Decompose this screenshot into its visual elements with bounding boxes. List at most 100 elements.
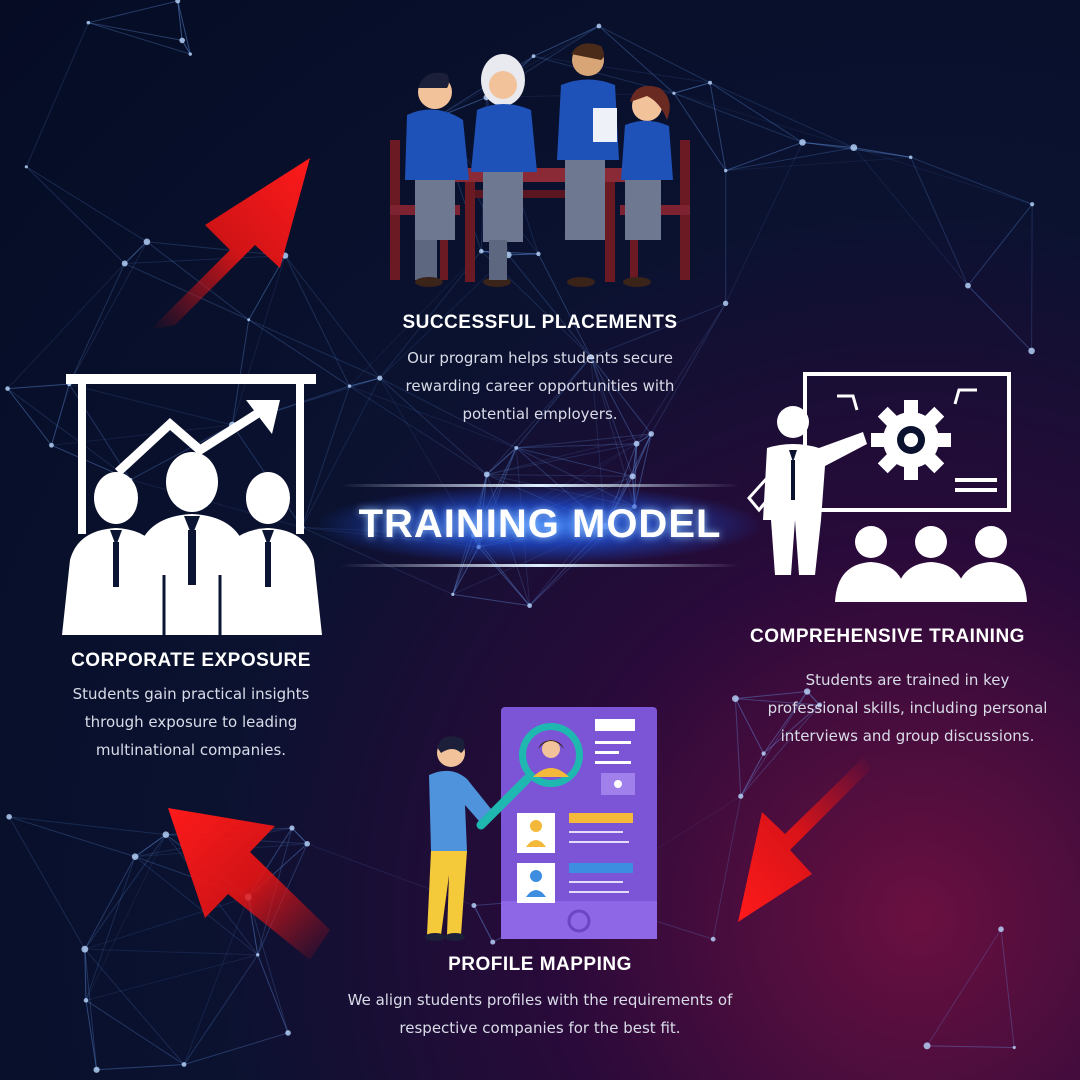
network-line: [146, 241, 250, 321]
network-node: [175, 0, 181, 4]
network-line: [84, 949, 98, 1070]
network-line: [515, 356, 592, 449]
network-line: [134, 856, 259, 956]
network-line: [68, 241, 148, 385]
network-node: [451, 592, 455, 596]
network-line: [632, 433, 652, 477]
title-line-bottom: [340, 564, 740, 567]
title-line-top: [340, 484, 740, 487]
network-line: [967, 285, 1032, 352]
network-line: [734, 698, 765, 754]
placements-line-2: rewarding career opportunities with: [405, 377, 675, 395]
network-line: [709, 82, 855, 149]
network-line: [124, 255, 286, 264]
network-line: [84, 949, 87, 1001]
network-line: [301, 377, 381, 528]
title-glow: [320, 486, 760, 564]
network-line: [130, 424, 233, 481]
network-line: [349, 385, 488, 475]
network-line: [301, 385, 351, 528]
network-line: [124, 241, 148, 264]
network-node: [514, 445, 519, 450]
network-line: [177, 0, 191, 55]
trainer-presentation-icon: [747, 372, 1027, 602]
network-line: [8, 816, 86, 950]
network-node: [81, 945, 89, 953]
network-line: [1031, 204, 1033, 351]
network-line: [26, 166, 126, 264]
network-line: [673, 92, 727, 171]
network-node: [289, 825, 295, 831]
network-line: [177, 0, 183, 41]
network-node: [799, 139, 806, 146]
network-line: [7, 263, 126, 389]
network-line: [9, 816, 166, 836]
network-line: [590, 302, 726, 358]
arrow-to-profile: [738, 756, 870, 922]
network-node: [5, 386, 10, 391]
network-node: [588, 354, 594, 360]
network-node: [908, 155, 913, 160]
network-node: [121, 260, 128, 267]
network-node: [803, 688, 811, 695]
network-line: [248, 319, 350, 387]
network-line: [486, 447, 517, 475]
network-line: [84, 948, 258, 956]
network-line: [349, 377, 380, 387]
network-line: [590, 356, 635, 507]
network-line: [507, 254, 592, 358]
network-line: [725, 156, 911, 172]
network-line: [284, 255, 350, 387]
network-node: [162, 831, 170, 838]
network-line: [50, 383, 70, 446]
network-node: [724, 168, 728, 173]
business-growth-icon: [62, 374, 322, 635]
network-line: [673, 92, 803, 143]
network-line: [88, 22, 183, 41]
network-node: [247, 318, 251, 322]
network-line: [486, 443, 637, 475]
training-heading: COMPREHENSIVE TRAINING: [750, 626, 1025, 647]
network-line: [763, 691, 808, 754]
placements-line-3: potential employers.: [462, 405, 618, 423]
profile-search-illustration: [425, 707, 657, 941]
network-node: [6, 813, 12, 820]
network-line: [533, 55, 711, 84]
network-node: [710, 936, 716, 942]
network-line: [802, 141, 854, 149]
network-node: [708, 80, 713, 85]
network-node: [24, 165, 28, 169]
network-line: [84, 896, 249, 950]
students-meeting-illustration: [390, 43, 690, 287]
network-line: [590, 356, 652, 435]
arrow-to-corporate: [168, 808, 330, 960]
network-line: [85, 856, 136, 1001]
network-line: [853, 147, 969, 286]
network-line: [590, 356, 634, 477]
network-node: [1028, 347, 1035, 355]
network-node: [86, 20, 91, 25]
network-node: [188, 52, 192, 56]
profile-line-1: We align students profiles with the requ…: [347, 991, 733, 1009]
profile-description: We align students profiles with the requ…: [300, 986, 780, 1042]
network-node: [347, 384, 352, 388]
network-line: [967, 203, 1033, 286]
network-line: [183, 1032, 289, 1065]
corporate-line-2: through exposure to leading: [84, 713, 298, 731]
network-node: [93, 1066, 100, 1073]
network-line: [7, 388, 131, 481]
corporate-description: Students gain practical insights through…: [30, 680, 352, 764]
network-line: [379, 250, 482, 379]
corporate-heading: CORPORATE EXPOSURE: [71, 650, 311, 671]
network-line: [284, 255, 381, 379]
network-line: [88, 0, 178, 24]
network-node: [633, 440, 640, 447]
network-line: [69, 383, 233, 426]
network-node: [527, 603, 533, 609]
network-line: [257, 954, 289, 1034]
network-line: [508, 253, 539, 256]
network-line: [735, 691, 808, 700]
placements-heading: SUCCESSFUL PLACEMENTS: [402, 312, 678, 333]
network-line: [740, 704, 820, 797]
